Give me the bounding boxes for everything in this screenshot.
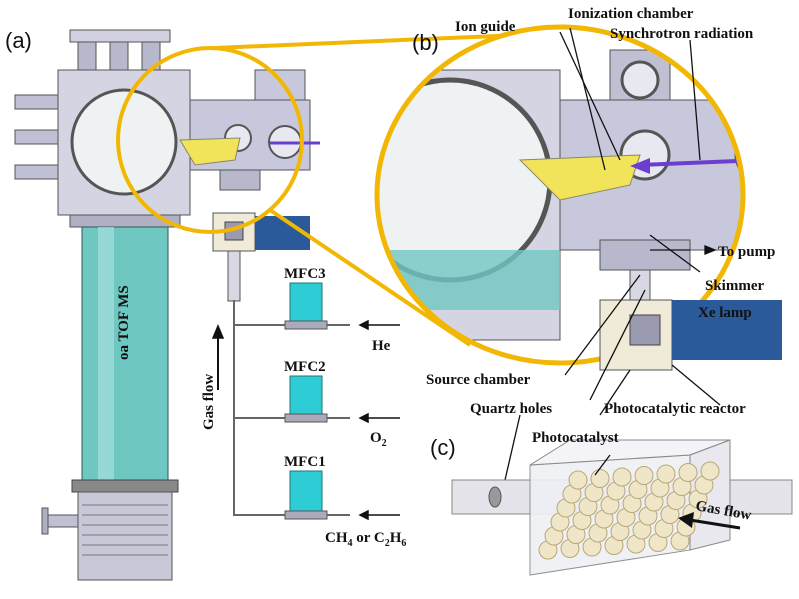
panel-label-b: (b) bbox=[412, 30, 439, 55]
label-mfc2: MFC2 bbox=[284, 359, 326, 375]
label-source-chamber: Source chamber bbox=[426, 372, 531, 388]
mfc3-box bbox=[289, 282, 323, 324]
photocatalyst-sphere bbox=[612, 467, 632, 487]
callout-lines bbox=[504, 27, 721, 481]
magnified-view bbox=[374, 24, 782, 371]
photocatalyst-sphere bbox=[590, 469, 610, 488]
photocatalyst-sphere bbox=[678, 463, 698, 482]
label-ch4-or-c2h6: CH4 or C2H6 bbox=[325, 530, 406, 549]
photocatalyst-sphere bbox=[656, 464, 676, 484]
label-ionization-chamber: Ionization chamber bbox=[568, 6, 694, 22]
tof-ms-instrument bbox=[14, 29, 191, 581]
label-oa-tof-ms: oa TOF MS bbox=[116, 285, 132, 360]
label-gas-flow-a: Gas flow bbox=[201, 374, 217, 430]
mfc1-box bbox=[289, 470, 323, 512]
label-photocatalytic-reactor: Photocatalytic reactor bbox=[604, 401, 746, 417]
label-ion-guide: Ion guide bbox=[455, 19, 516, 35]
label-to-pump: To pump bbox=[718, 244, 775, 260]
gas-inlet-arrows bbox=[211, 319, 400, 521]
mfc-units bbox=[284, 282, 328, 520]
photocatalyst-sphere bbox=[568, 470, 588, 490]
label-xe-lamp: Xe lamp bbox=[698, 305, 752, 321]
label-photocatalyst: Photocatalyst bbox=[532, 430, 619, 446]
label-quartz-holes: Quartz holes bbox=[470, 401, 552, 417]
label-he: He bbox=[372, 338, 391, 354]
mfc2-box bbox=[289, 375, 323, 417]
photocatalyst-sphere bbox=[700, 461, 720, 481]
label-synchrotron-radiation: Synchrotron radiation bbox=[610, 26, 754, 42]
zoom-highlight bbox=[116, 33, 521, 347]
reactor-detail bbox=[451, 439, 793, 576]
panel-label-a: (a) bbox=[5, 28, 32, 53]
label-mfc3: MFC3 bbox=[284, 266, 326, 282]
photocatalyst-spheres bbox=[538, 461, 720, 560]
photocatalyst-sphere bbox=[634, 466, 654, 485]
panel-label-c: (c) bbox=[430, 435, 456, 460]
label-skimmer: Skimmer bbox=[705, 278, 765, 294]
label-mfc1: MFC1 bbox=[284, 454, 326, 470]
label-o2: O2 bbox=[370, 430, 387, 449]
